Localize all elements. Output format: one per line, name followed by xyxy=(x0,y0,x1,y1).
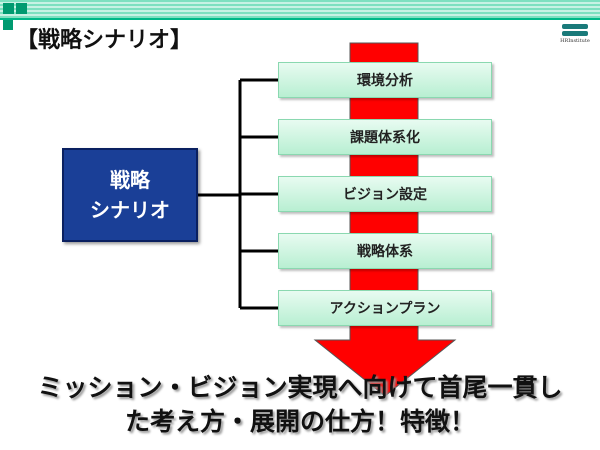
header-stripes xyxy=(0,0,600,20)
page-title: 【戦略シナリオ】 xyxy=(16,28,193,53)
step-issue-structuring: 課題体系化 xyxy=(278,119,492,155)
conclusion-line-2: た考え方・展開の仕方！特徴！ xyxy=(124,407,475,436)
conclusion-line-1: ミッション・ビジョン実現へ向けて首尾一貫し xyxy=(37,373,563,402)
connector-lines xyxy=(198,78,278,310)
step-environment-analysis: 環境分析 xyxy=(278,62,492,98)
decor-square xyxy=(16,3,27,14)
strategy-scenario-box: 戦略シナリオ xyxy=(62,148,198,242)
step-action-plan: アクションプラン xyxy=(278,290,492,326)
decor-square xyxy=(3,20,13,30)
logo: HRInstitute xyxy=(560,22,590,44)
decor-square xyxy=(3,3,14,14)
step-strategy-system: 戦略体系 xyxy=(278,233,492,269)
step-vision-setting: ビジョン設定 xyxy=(278,176,492,212)
